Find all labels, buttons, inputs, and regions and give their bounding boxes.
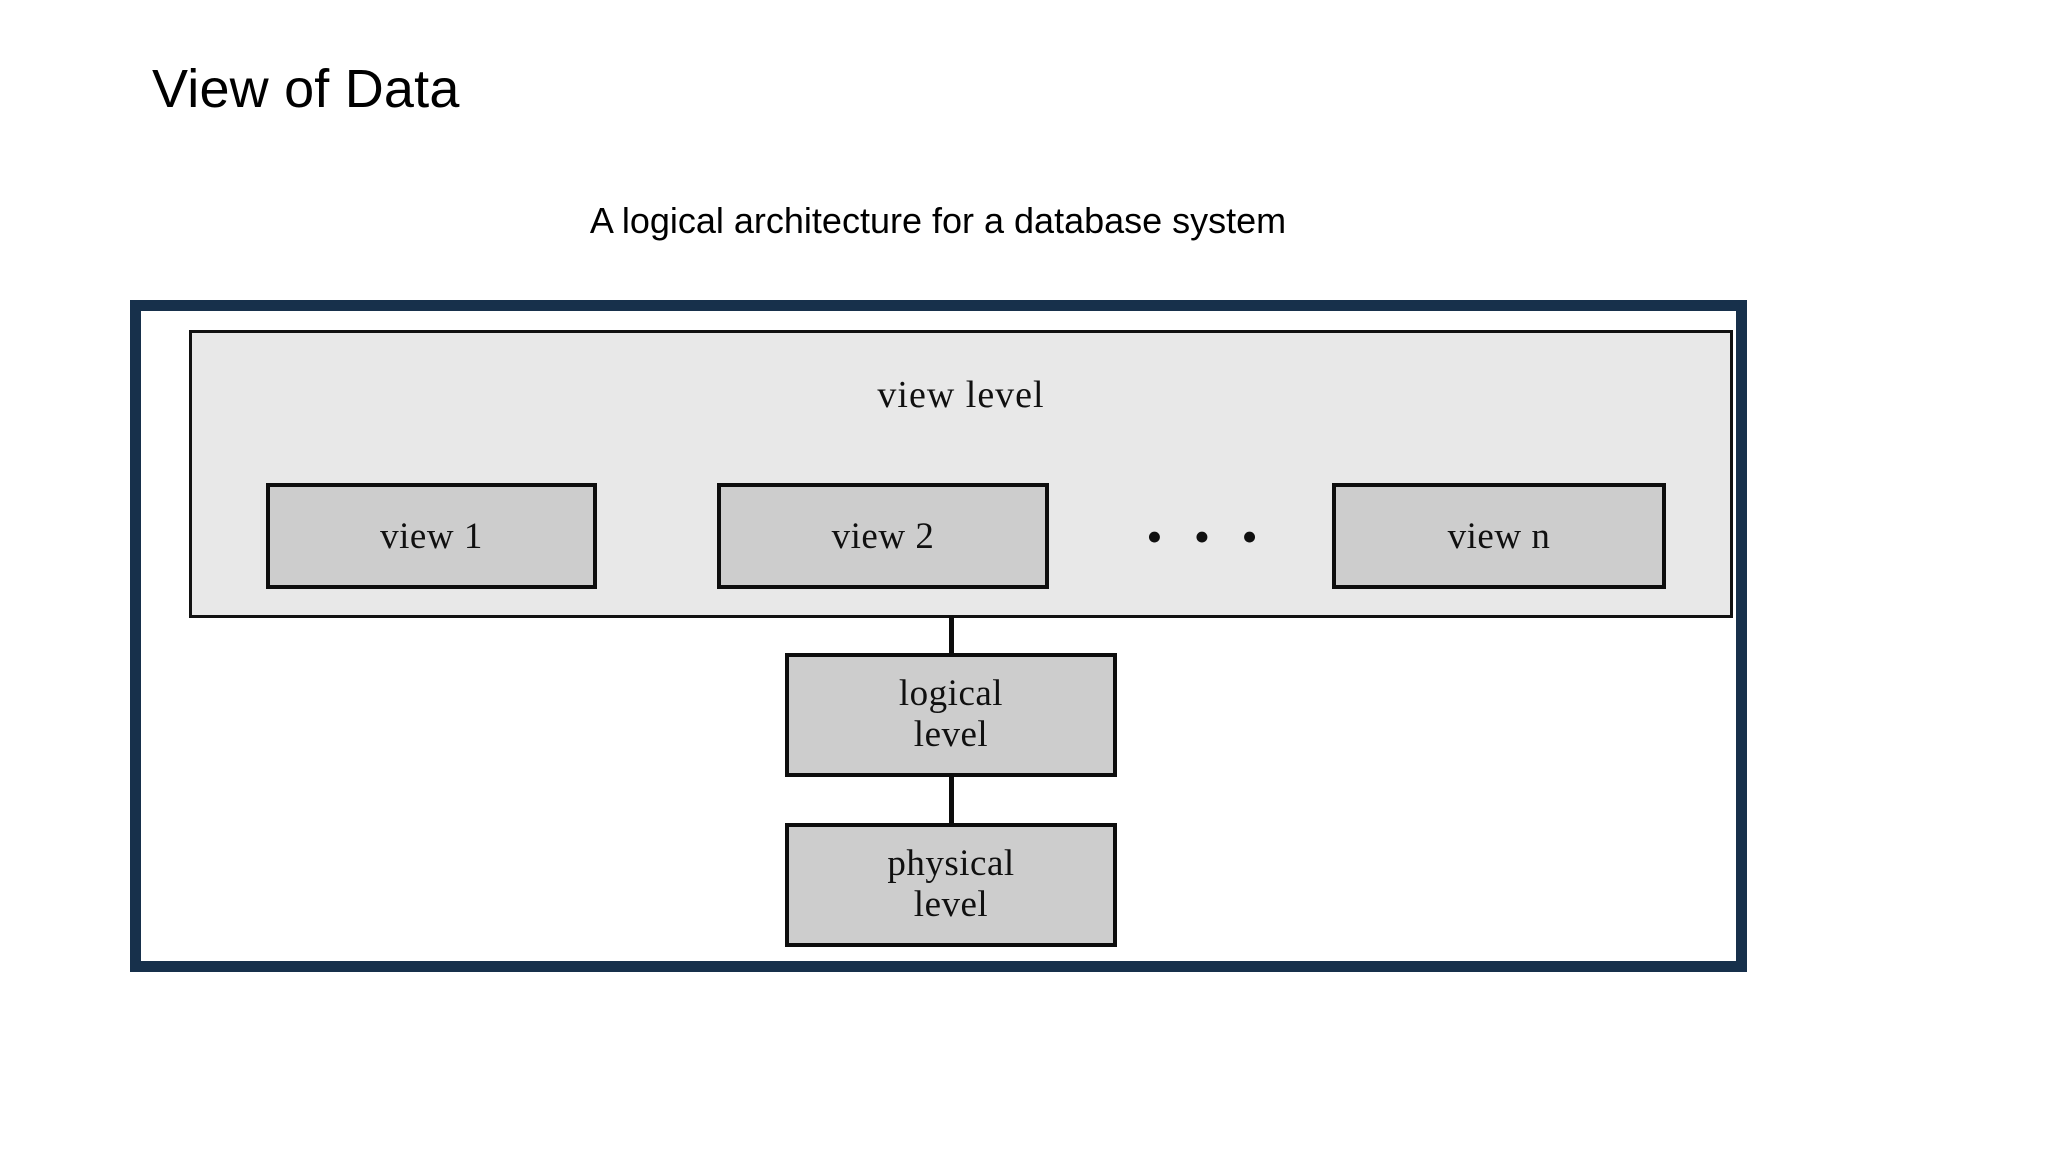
view-box-n-label: view n [1447, 515, 1551, 557]
logical-level-box: logical level [785, 653, 1117, 777]
logical-level-label-line1: logical [898, 673, 1004, 715]
logical-level-label-line2: level [913, 714, 989, 755]
architecture-diagram-frame: view level view 1 view 2 • • • view n lo… [130, 300, 1747, 972]
view-level-label: view level [877, 374, 1045, 416]
view-box-n: view n [1332, 483, 1666, 589]
figure-caption: A logical architecture for a database sy… [589, 200, 1287, 241]
physical-level-box: physical level [785, 823, 1117, 947]
view-level-panel: view level view 1 view 2 • • • view n [189, 330, 1733, 618]
page-title: View of Data [152, 59, 460, 119]
ellipsis-icon: • • • [1146, 510, 1268, 562]
connector-logical-to-physical [949, 775, 954, 825]
view-box-2-label: view 2 [831, 515, 935, 557]
physical-level-label-line2: level [913, 884, 989, 925]
view-box-1-label: view 1 [380, 515, 483, 557]
physical-level-label-line1: physical [887, 843, 1015, 885]
connector-view-to-logical [949, 616, 954, 656]
view-box-2: view 2 [717, 483, 1049, 589]
view-box-1: view 1 [266, 483, 597, 589]
